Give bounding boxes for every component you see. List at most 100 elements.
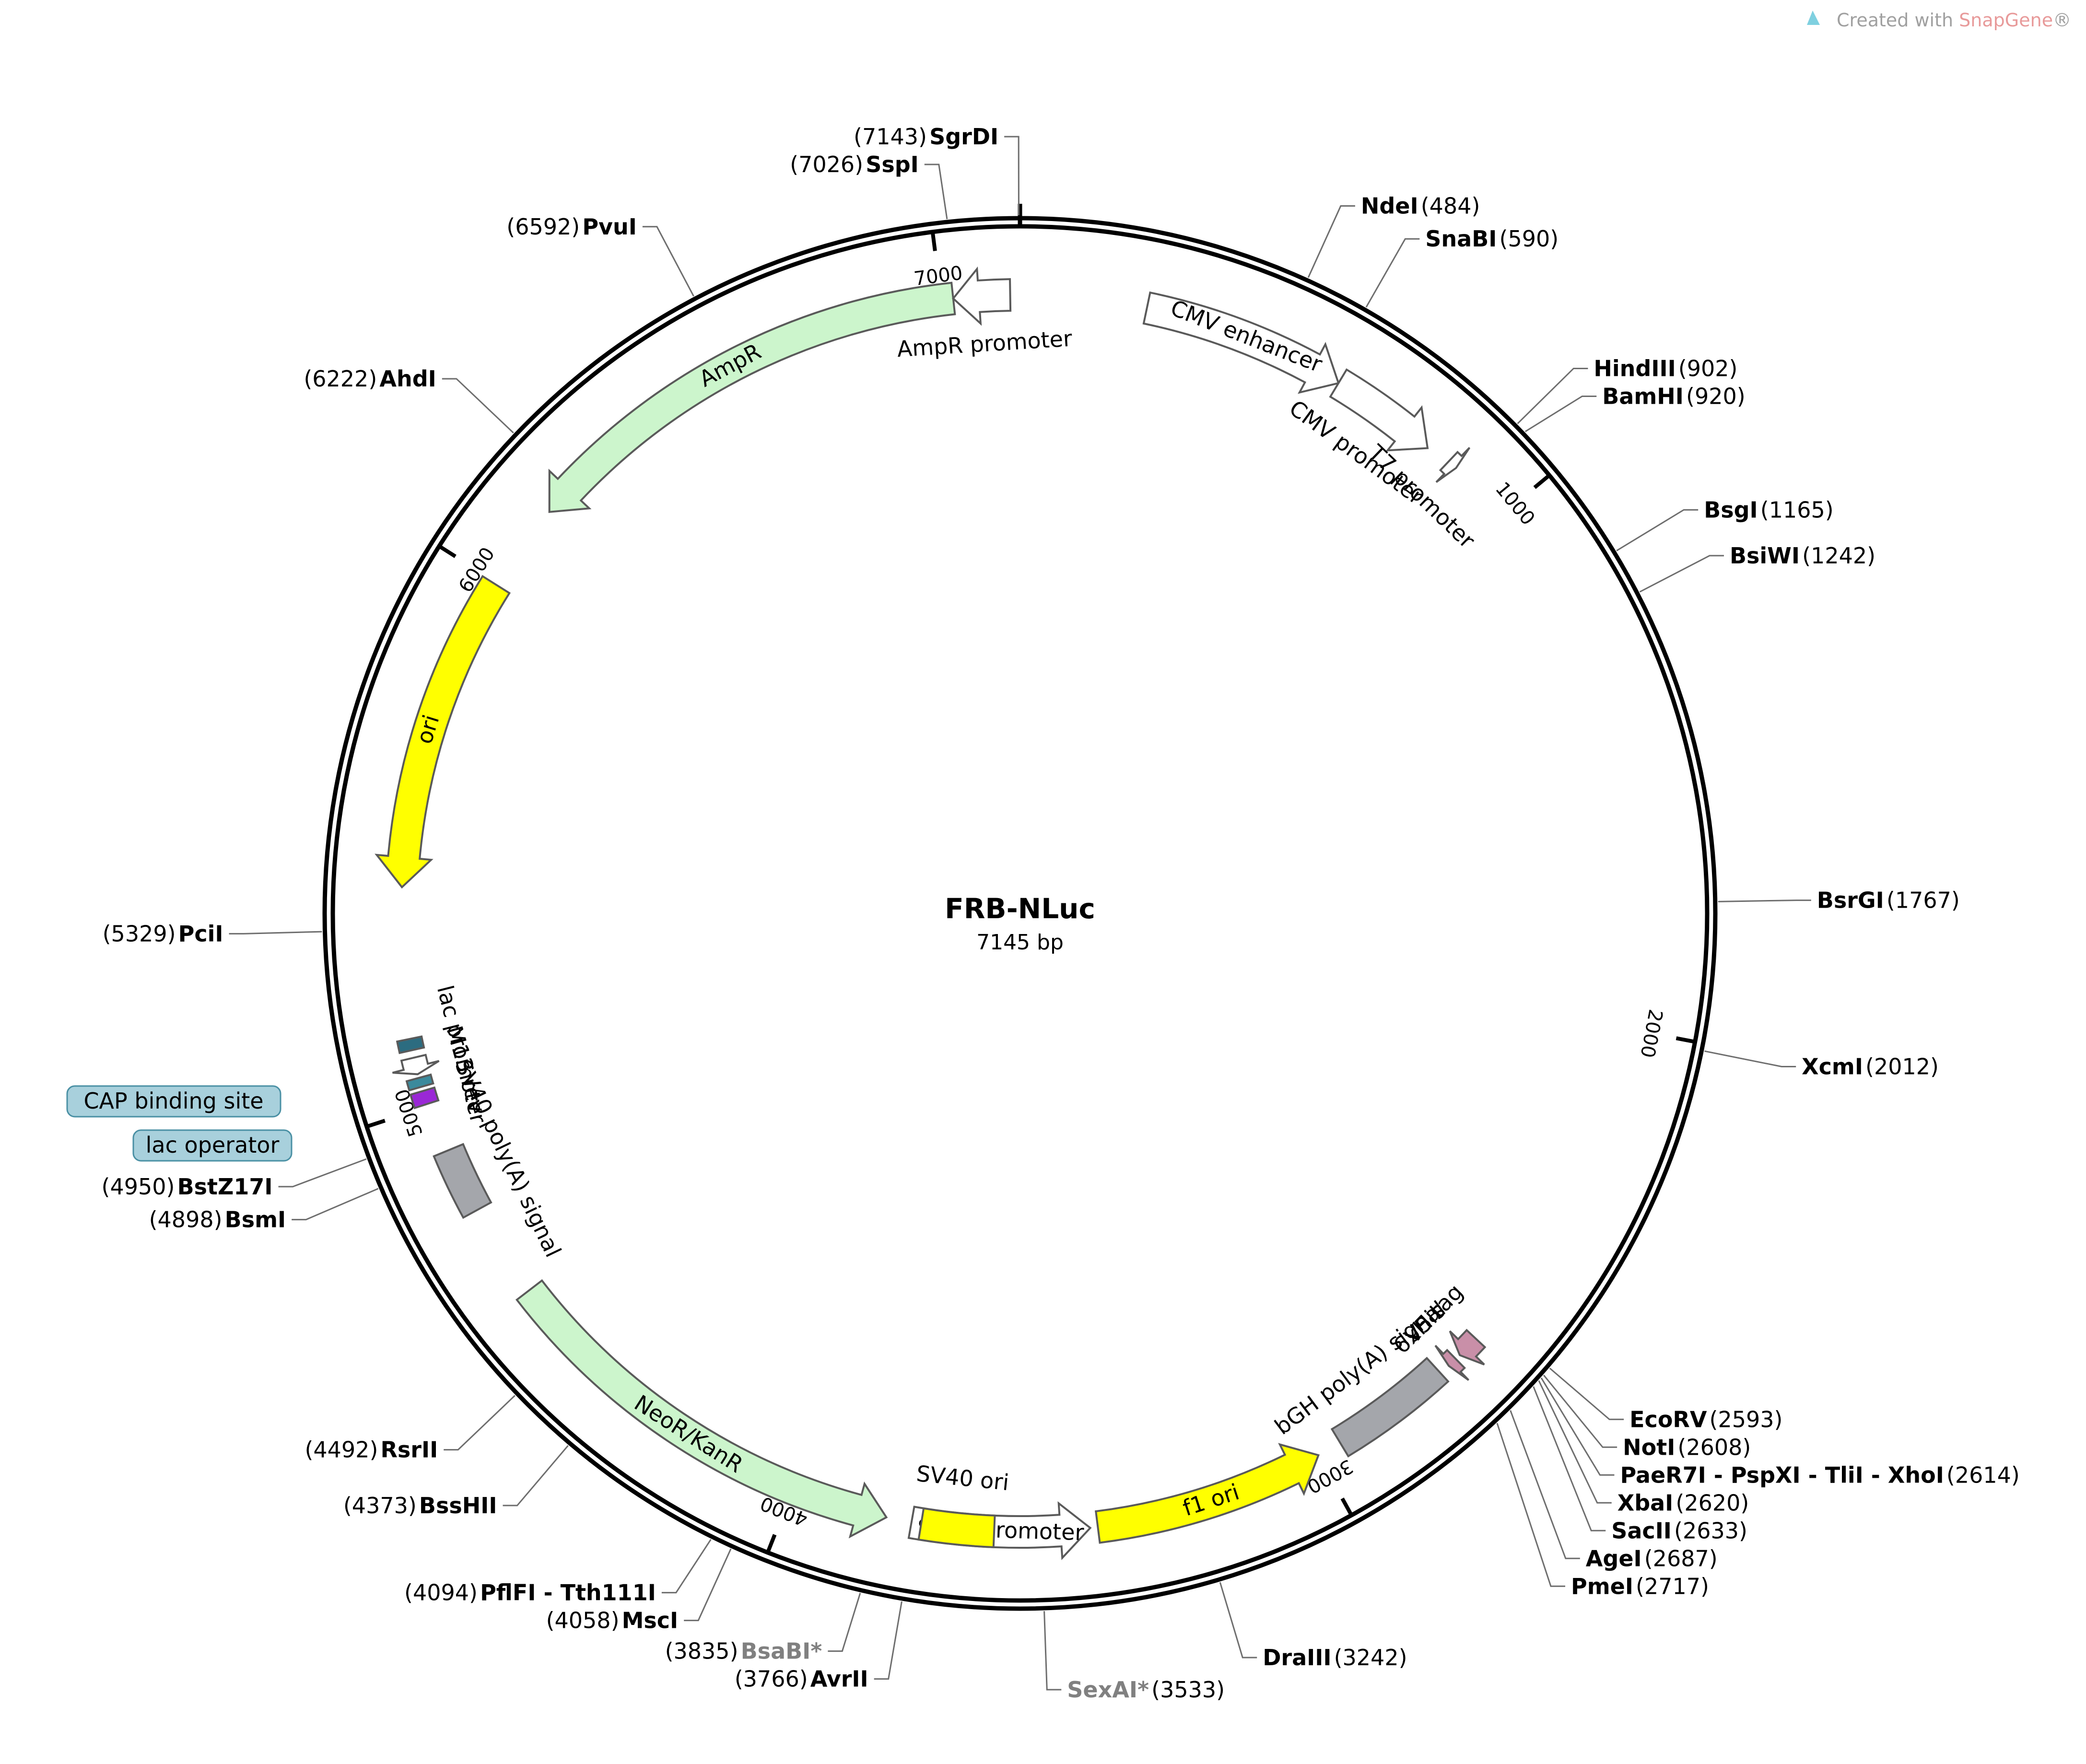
feature-arc — [1329, 368, 1429, 452]
site-position: (2614) — [1946, 1462, 2020, 1488]
restriction-site: (4492) RsrII — [305, 1437, 438, 1463]
site-leader-line — [1524, 395, 1597, 432]
restriction-site: (4950) BstZ17I — [102, 1174, 273, 1200]
ruler-tick-label: 2000 — [1636, 1007, 1666, 1060]
site-position: (3533) — [1151, 1677, 1225, 1703]
restriction-site: (3766) AvrII — [735, 1666, 868, 1692]
feature-arc — [392, 1053, 440, 1075]
restriction-site: HindIII (902) — [1594, 355, 1737, 381]
restriction-site: (4898) BsmI — [149, 1207, 286, 1233]
feature-arc — [405, 1073, 434, 1092]
site-name: NdeI — [1361, 193, 1418, 219]
site-leader-line — [1704, 1050, 1796, 1067]
site-leader-line — [1533, 1386, 1606, 1531]
plasmid-name: FRB-NLuc — [945, 892, 1095, 925]
site-leader-line — [1543, 1374, 1617, 1448]
feature-arc — [1094, 1443, 1320, 1544]
site-position: (902) — [1678, 355, 1738, 381]
site-position: (2717) — [1636, 1573, 1709, 1599]
snapgene-logo-icon — [1807, 11, 1820, 25]
restriction-site: (7143) SgrDI — [854, 124, 998, 150]
site-name: PmeI — [1571, 1573, 1633, 1599]
site-position: (2633) — [1674, 1518, 1747, 1543]
site-leader-line — [444, 1395, 516, 1451]
site-name: BamHI — [1602, 383, 1684, 409]
site-position: (7143) — [854, 124, 927, 150]
restriction-site: (6592) PvuI — [506, 214, 637, 240]
watermark-suffix: ® — [2053, 10, 2071, 31]
restriction-site: EcoRV (2593) — [1629, 1406, 1782, 1432]
site-leader-line — [1549, 1367, 1624, 1420]
feature-arc — [409, 1086, 440, 1110]
site-leader-line — [1365, 238, 1420, 308]
site-name: RsrII — [381, 1437, 438, 1463]
restriction-site: AgeI (2687) — [1586, 1545, 1718, 1571]
site-leader-line — [442, 378, 514, 433]
restriction-site: NdeI (484) — [1361, 193, 1480, 219]
site-position: (2608) — [1677, 1434, 1751, 1460]
watermark-brand: SnapGene — [1959, 10, 2053, 31]
ruler-tick-label: 1000 — [1491, 478, 1539, 530]
feature-label: NeoR/KanR — [630, 1390, 748, 1478]
site-leader-line — [828, 1592, 861, 1652]
site-name: BsaBI* — [741, 1638, 822, 1664]
site-name: AvrII — [810, 1666, 868, 1692]
ruler-tick — [436, 543, 457, 558]
ruler-tick — [1676, 1036, 1698, 1044]
site-name: BsgI — [1704, 497, 1758, 523]
site-leader-line — [1043, 1611, 1062, 1691]
site-name: NotI — [1623, 1434, 1675, 1460]
ruler-tick — [1533, 472, 1552, 489]
ruler-tick — [1340, 1497, 1354, 1518]
site-position: (4898) — [149, 1207, 223, 1233]
feature-arc — [433, 1143, 492, 1219]
site-leader-line — [1616, 509, 1699, 551]
site-name: SspI — [866, 152, 919, 177]
site-position: (1242) — [1802, 543, 1875, 569]
site-name: AgeI — [1586, 1545, 1642, 1571]
site-leader-line — [278, 1158, 367, 1188]
feature-arc — [375, 575, 511, 889]
site-name: PvuI — [582, 214, 637, 240]
restriction-site: BsrGI (1767) — [1817, 888, 1960, 913]
restriction-site: BamHI (920) — [1602, 383, 1745, 409]
site-name: BstZ17I — [177, 1174, 273, 1200]
feature-arc — [1449, 1329, 1487, 1366]
svg-text:lac operator: lac operator — [146, 1132, 280, 1158]
site-position: (3242) — [1334, 1645, 1407, 1671]
feature-label: SV40 ori — [915, 1460, 1010, 1495]
plasmid-size: 7145 bp — [976, 930, 1064, 955]
site-leader-line — [1517, 367, 1588, 424]
restriction-site: DraIII (3242) — [1263, 1645, 1407, 1671]
site-position: (6592) — [506, 214, 580, 240]
site-name: SnaBI — [1425, 226, 1497, 252]
site-position: (590) — [1500, 226, 1559, 252]
site-position: (4492) — [305, 1437, 378, 1463]
site-position: (4373) — [343, 1493, 417, 1519]
restriction-site: (7026) SspI — [790, 152, 919, 177]
site-name: XcmI — [1802, 1053, 1863, 1079]
site-position: (3766) — [735, 1666, 808, 1692]
feature-label: lac promoter — [432, 983, 492, 1126]
restriction-site: (4373) BssHII — [343, 1493, 497, 1519]
site-position: (2012) — [1865, 1053, 1939, 1079]
restriction-site: XbaI (2620) — [1617, 1490, 1749, 1516]
site-name: PaeR7I - PspXI - TliI - XhoI — [1620, 1462, 1944, 1488]
restriction-site: BsgI (1165) — [1704, 497, 1834, 523]
restriction-site: XcmI (2012) — [1802, 1053, 1939, 1079]
svg-text:CAP binding site: CAP binding site — [83, 1088, 263, 1114]
restriction-sites: (7143) SgrDI(7026) SspI NdeI (484) SnaBI (… — [102, 124, 2020, 1703]
ruler-tick — [364, 1119, 386, 1129]
feature-arc — [1142, 291, 1340, 394]
site-position: (2593) — [1710, 1406, 1783, 1432]
ruler-tick — [765, 1534, 777, 1555]
watermark-prefix: Created with — [1837, 10, 1959, 31]
site-name: AhdI — [379, 366, 436, 392]
restriction-site: SacII (2633) — [1611, 1518, 1747, 1543]
site-name: BsmI — [225, 1207, 286, 1233]
callout-cap-binding-site: CAP binding site — [66, 1085, 281, 1118]
site-position: (1767) — [1887, 888, 1960, 913]
restriction-site: BsiWI (1242) — [1730, 543, 1875, 569]
site-leader-line — [1718, 900, 1811, 902]
